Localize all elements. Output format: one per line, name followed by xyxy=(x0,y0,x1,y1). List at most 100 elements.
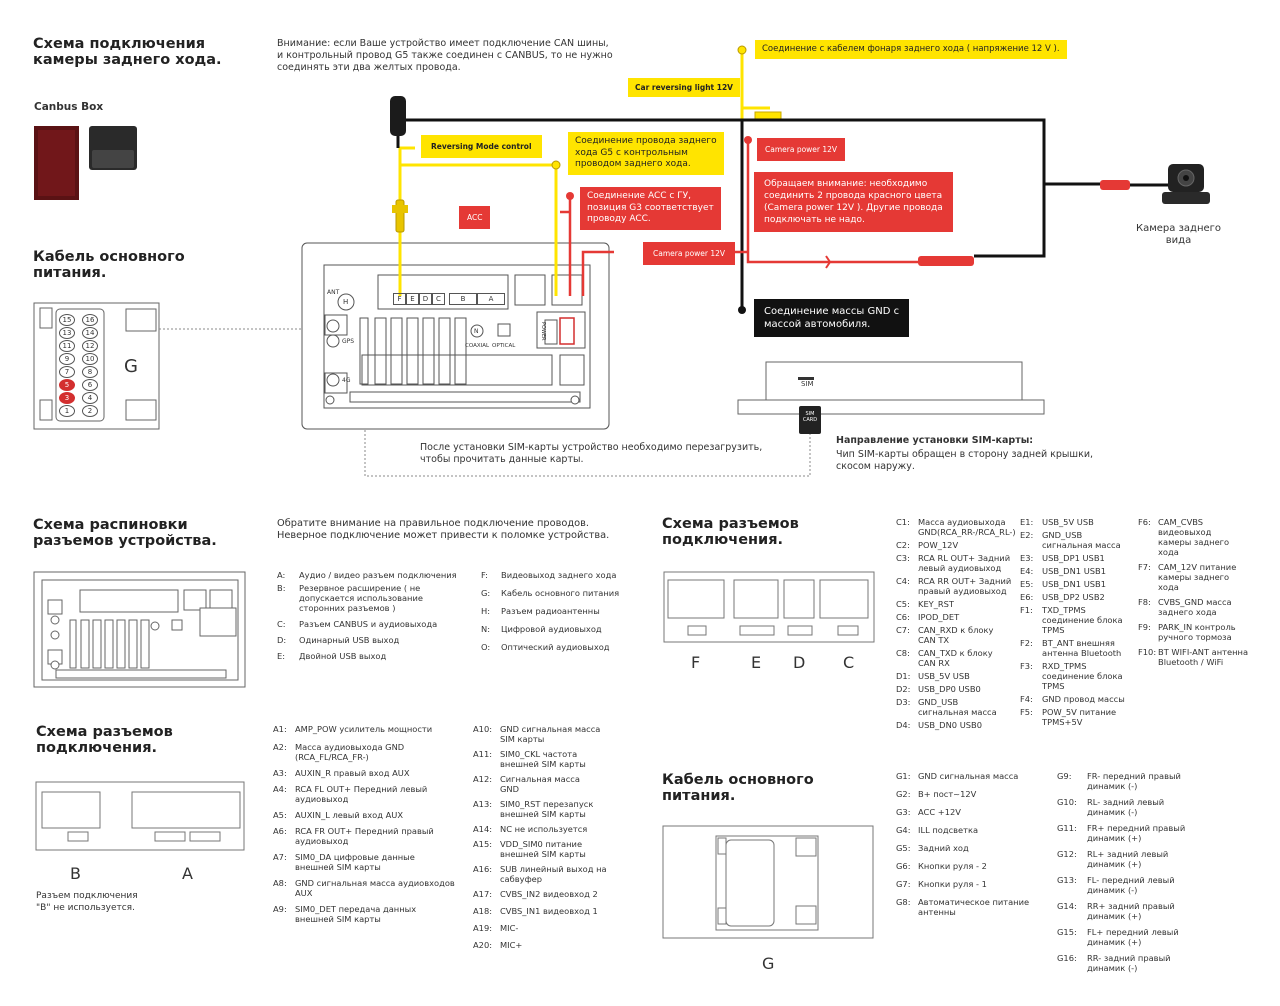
pin-row: A18:CVBS_IN1 видеовход 1 xyxy=(473,906,598,916)
pin-5: 5 xyxy=(59,379,75,391)
cable-title: Кабель основного питания. xyxy=(33,249,185,281)
pin-row: A15:VDD_SIM0 питание внешней SIM карты xyxy=(473,839,586,859)
callout-rear-light-connection: Соединение с кабелем фонаря заднего хода… xyxy=(755,40,1067,59)
pin-row: G11:FR+ передний правый динамик (+) xyxy=(1057,823,1186,843)
legend-row: O:Оптический аудиовыход xyxy=(481,642,610,652)
sim-card-label: SIM CARD xyxy=(802,411,818,423)
pin-row: A1:AMP_POW усилитель мощности xyxy=(273,724,433,734)
pin-row: G4:ILL подсветка xyxy=(896,825,979,835)
callout-car-reversing-light: Car reversing light 12V xyxy=(628,78,740,97)
legend-row: H:Разъем радиоантенны xyxy=(481,606,600,616)
section5-title: Кабель основного питания. xyxy=(662,772,814,804)
pin-row: E1:USB_5V USB xyxy=(1020,517,1094,527)
section2-title: Схема распиновки разъемов устройства. xyxy=(33,517,217,549)
sim-direction-text: Чип SIM-карты обращен в сторону задней к… xyxy=(836,449,1094,472)
legend-row: B:Резервное расширение ( не допускается … xyxy=(277,583,423,613)
pin-row: G10:RL- задний левый динамик (-) xyxy=(1057,797,1165,817)
connectors-fedc xyxy=(663,571,875,643)
pin-row: G2:B+ пост~12V xyxy=(896,789,977,799)
pin-row: C3:RCA RL OUT+ Задний левый аудиовыход xyxy=(896,553,1011,573)
section1-title: Схема подключения камеры заднего хода. xyxy=(33,36,222,68)
can-warning: Внимание: если Ваше устройство имеет под… xyxy=(277,38,613,73)
pin-row: G12:RL+ задний левый динамик (+) xyxy=(1057,849,1169,869)
section4-title: Схема разъемов подключения. xyxy=(36,724,173,756)
label-f: F xyxy=(691,653,701,672)
pin-row: G3:ACC +12V xyxy=(896,807,961,817)
pin-row: F4:GND провод массы xyxy=(1020,694,1125,704)
sim-direction-title: Направление установки SIM-карты: xyxy=(836,435,1034,446)
optical-label: OPTICAL xyxy=(492,343,516,349)
pin-row: F7:CAM_12V питание камеры заднего хода xyxy=(1138,562,1237,592)
connectors-ba xyxy=(35,781,245,851)
f-pins-list: F6:CAM_CVBS видеовыход камеры заднего хо… xyxy=(1138,517,1276,670)
a-pins-right: A10:GND сигнальная масса SIM карты A11:S… xyxy=(473,724,623,953)
pin-row: E3:USB_DP1 USB1 xyxy=(1020,553,1105,563)
head-unit-panel xyxy=(301,242,610,430)
pinout-warning: Обратите внимание на правильное подключе… xyxy=(277,518,610,541)
sim-slot-unit xyxy=(737,361,1045,434)
label-b: B xyxy=(70,864,81,883)
label-c: C xyxy=(843,653,855,672)
pin-row: A4:RCA FL OUT+ Передний левый аудиовыход xyxy=(273,784,428,804)
pin-row: G5:Задний ход xyxy=(896,843,969,853)
callout-g5-connection: Соединение провода заднего хода G5 с кон… xyxy=(568,132,724,175)
legend-row: A:Аудио / видео разъем подключения xyxy=(277,570,457,580)
legend-row: F:Видеовыход заднего хода xyxy=(481,570,617,580)
sim-slot-label: SIM xyxy=(801,380,814,388)
pin-row: A11:SIM0_CKL частота внешней SIM карты xyxy=(473,749,586,769)
connector-b-note: Разъем подключения "B" не используется. xyxy=(36,891,138,913)
pin-row: G1:GND сигнальная масса xyxy=(896,771,1019,781)
pin-row: A5:AUXIN_L левый вход AUX xyxy=(273,810,404,820)
legend-row: G:Кабель основного питания xyxy=(481,588,620,598)
pin-row: G14:RR+ задний правый динамик (+) xyxy=(1057,901,1175,921)
pin-row: A10:GND сигнальная масса SIM карты xyxy=(473,724,601,744)
n-label: N xyxy=(474,328,479,335)
callout-acc: ACC xyxy=(459,206,491,229)
legend-right: F:Видеовыход заднего хода G:Кабель основ… xyxy=(481,570,641,655)
label-d: D xyxy=(793,653,806,672)
label-g: G xyxy=(762,954,775,973)
pin-row: A9:SIM0_DET передача данных внешней SIM … xyxy=(273,904,417,924)
label-a: A xyxy=(182,864,193,883)
callout-camera-power-left: Camera power 12V xyxy=(643,242,736,265)
pin-row: F5:POW_5V питание TPMS+5V xyxy=(1020,707,1117,727)
pin-row: D4:USB_DN0 USB0 xyxy=(896,720,983,730)
a-pins-left: A1:AMP_POW усилитель мощности A2:Масса а… xyxy=(273,724,468,927)
pin-row: C6:IPOD_DET xyxy=(896,612,960,622)
pin-row: A8:GND сигнальная масса аудиовходов AUX xyxy=(273,878,455,898)
pin-row: A13:SIM0_RST перезапуск внешней SIM карт… xyxy=(473,799,594,819)
pin-row: F6:CAM_CVBS видеовыход камеры заднего хо… xyxy=(1138,517,1230,557)
pin-row: C7:CAN_RXD к блоку CAN TX xyxy=(896,625,994,645)
rear-camera-icon xyxy=(1162,164,1210,204)
pin-row: C2:POW_12V xyxy=(896,540,959,550)
pin-row: E2:GND_USB сигнальная масса xyxy=(1020,530,1121,550)
pin-row: A3:AUXIN_R правый вход AUX xyxy=(273,768,410,778)
h-label: H xyxy=(343,298,349,306)
pin-row: G15:FL+ передний левый динамик (+) xyxy=(1057,927,1179,947)
pin-row: G16:RR- задний правый динамик (-) xyxy=(1057,953,1171,973)
device-pinout-panel xyxy=(33,571,246,688)
pin-row: F9:PARK_IN контроль ручного тормоза xyxy=(1138,622,1236,642)
pin-row: A14:NC не используется xyxy=(473,824,588,834)
sim-reboot-text: После установки SIM-карты устройство нео… xyxy=(420,442,763,465)
callout-red-wires-note: Обращаем внимание: необходимо соединить … xyxy=(754,172,953,232)
legend-row: D:Одинарный USB выход xyxy=(277,635,400,645)
top-letters: F E D C B A xyxy=(393,293,505,305)
callout-reversing-mode: Reversing Mode control xyxy=(421,135,542,158)
pin-row: A20:MIC+ xyxy=(473,940,523,950)
g-pins-right: G9:FR- передний правый динамик (-) G10:R… xyxy=(1057,771,1207,976)
pin-3: 3 xyxy=(59,392,75,404)
pin-row: A6:RCA FR OUT+ Передний правый аудиовыхо… xyxy=(273,826,434,846)
pin-row: F8:CVBS_GND масса заднего хода xyxy=(1138,597,1232,617)
pin-row: A16:SUB линейный выход на сабвуфер xyxy=(473,864,607,884)
pin-row: F10:BT WIFI-ANT антенна Bluetooth / WiFi xyxy=(1138,647,1249,667)
pin-row: G13:FL- передний левый динамик (-) xyxy=(1057,875,1175,895)
legend-row: E:Двойной USB выход xyxy=(277,651,387,661)
pin-row: E5:USB_DN1 USB1 xyxy=(1020,579,1107,589)
connector-g xyxy=(662,825,874,939)
pin-row: D3:GND_USB сигнальная масса xyxy=(896,697,997,717)
callout-camera-power-top: Camera power 12V xyxy=(757,138,846,161)
pin-row: A12:Сигнальная масса GND xyxy=(473,774,580,794)
pin-row: A7:SIM0_DA цифровые данные внешней SIM к… xyxy=(273,852,415,872)
legend-row: C:Разъем CANBUS и аудиовыхода xyxy=(277,619,438,629)
